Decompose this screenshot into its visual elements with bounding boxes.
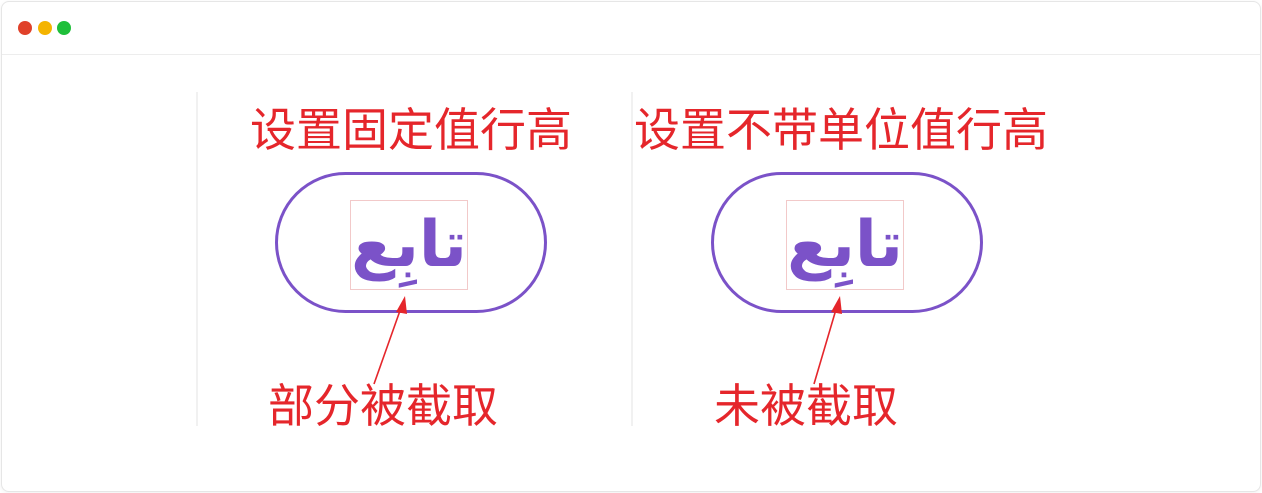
arrow-left xyxy=(373,296,407,385)
title-bar xyxy=(2,2,1260,55)
left-divider xyxy=(196,92,198,426)
arabic-text-unitless: تابِع xyxy=(787,208,903,282)
caption-not-clipped: 未被截取 xyxy=(714,379,898,433)
close-window-dot[interactable] xyxy=(18,21,32,35)
pill-button-fixed[interactable] xyxy=(275,172,547,313)
heading-fixed-line-height: 设置固定值行高 xyxy=(250,103,572,157)
text-bounding-box-unitless: تابِع xyxy=(786,200,904,290)
center-divider xyxy=(631,92,633,426)
arabic-text-fixed: تابِع xyxy=(351,208,467,282)
minimize-window-dot[interactable] xyxy=(38,21,52,35)
pill-button-unitless[interactable] xyxy=(711,172,983,313)
heading-unitless-line-height: 设置不带单位值行高 xyxy=(634,103,1048,157)
caption-partially-clipped: 部分被截取 xyxy=(268,379,498,433)
maximize-window-dot[interactable] xyxy=(57,21,71,35)
arrow-right xyxy=(813,296,842,385)
text-bounding-box-fixed: تابِع xyxy=(350,200,468,290)
